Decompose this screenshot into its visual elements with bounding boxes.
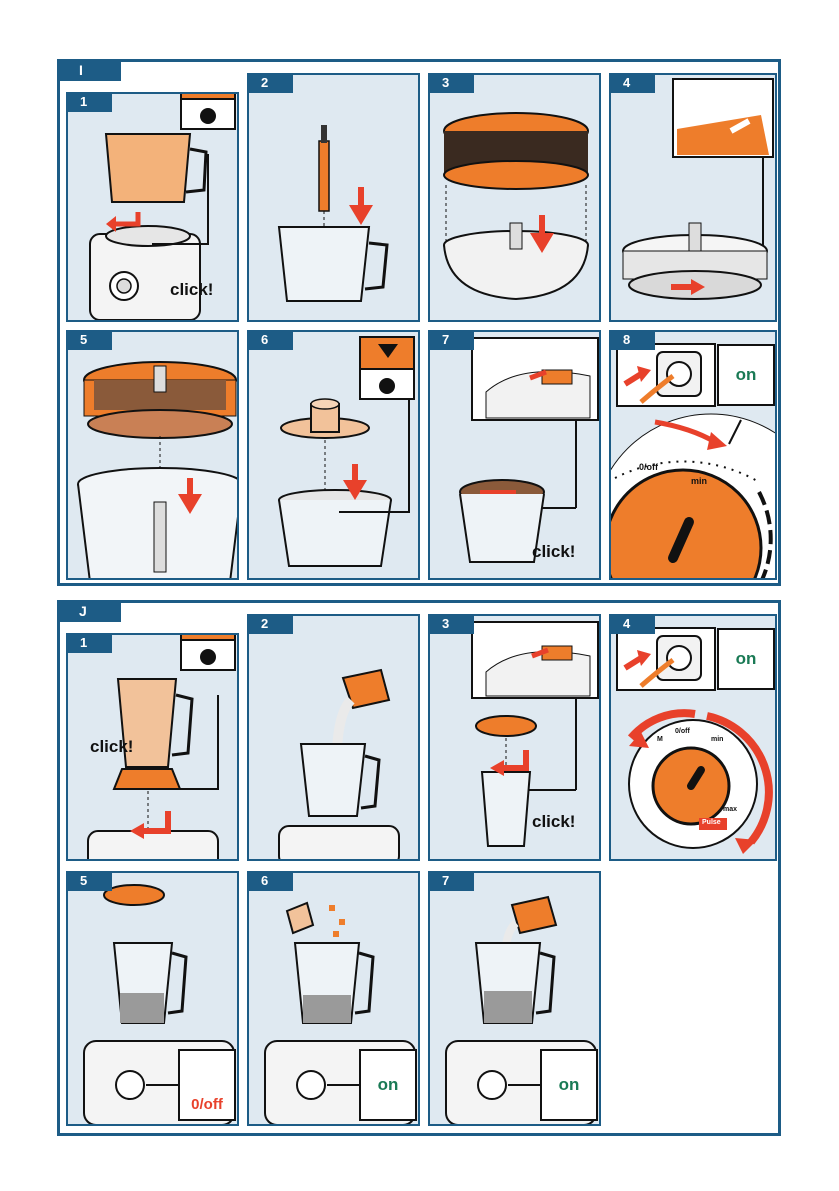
illustration-pour-ingredients: [278, 668, 400, 859]
knob-m-label: M: [657, 736, 663, 743]
step-number: 3: [430, 616, 474, 634]
off-label: 0/off: [191, 1096, 223, 1113]
step-number: 2: [249, 616, 293, 634]
illustration-filter-to-bowl: [443, 112, 589, 301]
on-indicator: on: [717, 628, 775, 690]
click-label: click!: [532, 542, 576, 561]
panel-j-2: 2: [247, 614, 420, 861]
click-label: click!: [90, 737, 134, 756]
on-indicator: on: [359, 1049, 417, 1121]
panel-j-7: 7 on: [428, 871, 601, 1126]
on-indicator: on: [540, 1049, 598, 1121]
panel-i-8: 8 on 0/off min: [609, 330, 777, 580]
illustration-lock-lid: [459, 337, 599, 563]
alignment-sign: [180, 94, 236, 130]
step-number: 5: [68, 332, 112, 350]
panel-i-1: 1 click!: [66, 92, 239, 322]
step-number: 7: [430, 873, 474, 891]
on-indicator: on: [717, 344, 775, 406]
illustration-lock-filter: [622, 78, 774, 300]
knob-min-label: min: [711, 736, 724, 743]
knob-min-label: min: [691, 476, 708, 486]
step-number: 1: [68, 94, 112, 112]
knob-max-label: max: [723, 806, 738, 813]
section-i: I 1 click! 2 3: [57, 59, 781, 586]
panel-i-4: 4: [609, 73, 777, 322]
illustration-bowl-on-base: [89, 133, 209, 320]
step-number: 1: [68, 635, 112, 653]
illustration-insert-drive-shaft: [277, 125, 389, 302]
illustration-blender-on-base: [87, 678, 219, 859]
illustration-lower-filter-into-bowl: [77, 361, 237, 578]
panel-i-6: 6: [247, 330, 420, 580]
panel-i-2: 2: [247, 73, 420, 322]
step-number: 8: [611, 332, 655, 350]
panel-j-3: 3 click!: [428, 614, 601, 861]
click-label: click!: [170, 280, 214, 299]
off-warning-box: 0/off: [178, 1049, 236, 1121]
panel-j-1: 1 click!: [66, 633, 239, 861]
section-i-label: I: [57, 59, 121, 81]
illustration-fit-lid: [278, 392, 410, 567]
step-number: 4: [611, 616, 655, 634]
alignment-sign: [359, 336, 415, 400]
panel-j-5: 5 0/off: [66, 871, 239, 1126]
knob-off-label: 0/off: [675, 728, 690, 735]
panel-j-4: 4 on M 0/off min max Pulse: [609, 614, 777, 861]
step-number: 7: [430, 332, 474, 350]
panel-i-7: 7 click!: [428, 330, 601, 580]
alignment-sign: [180, 635, 236, 671]
step-number: 2: [249, 75, 293, 93]
section-j-label: J: [57, 600, 121, 622]
panel-i-3: 3: [428, 73, 601, 322]
knob-pulse-label: Pulse: [702, 819, 721, 826]
section-j: J 1 click! 2 3: [57, 600, 781, 1136]
panel-i-5: 5: [66, 330, 239, 580]
step-number: 4: [611, 75, 655, 93]
step-number: 6: [249, 332, 293, 350]
step-number: 5: [68, 873, 112, 891]
illustration-switch-on-blender: [616, 627, 773, 854]
knob-off-label: 0/off: [639, 462, 658, 472]
panel-j-6: 6 on: [247, 871, 420, 1126]
illustration-switch-on-min: [611, 343, 775, 578]
click-label: click!: [532, 812, 576, 831]
step-number: 6: [249, 873, 293, 891]
illustration-fit-blender-lid: [471, 621, 599, 847]
step-number: 3: [430, 75, 474, 93]
